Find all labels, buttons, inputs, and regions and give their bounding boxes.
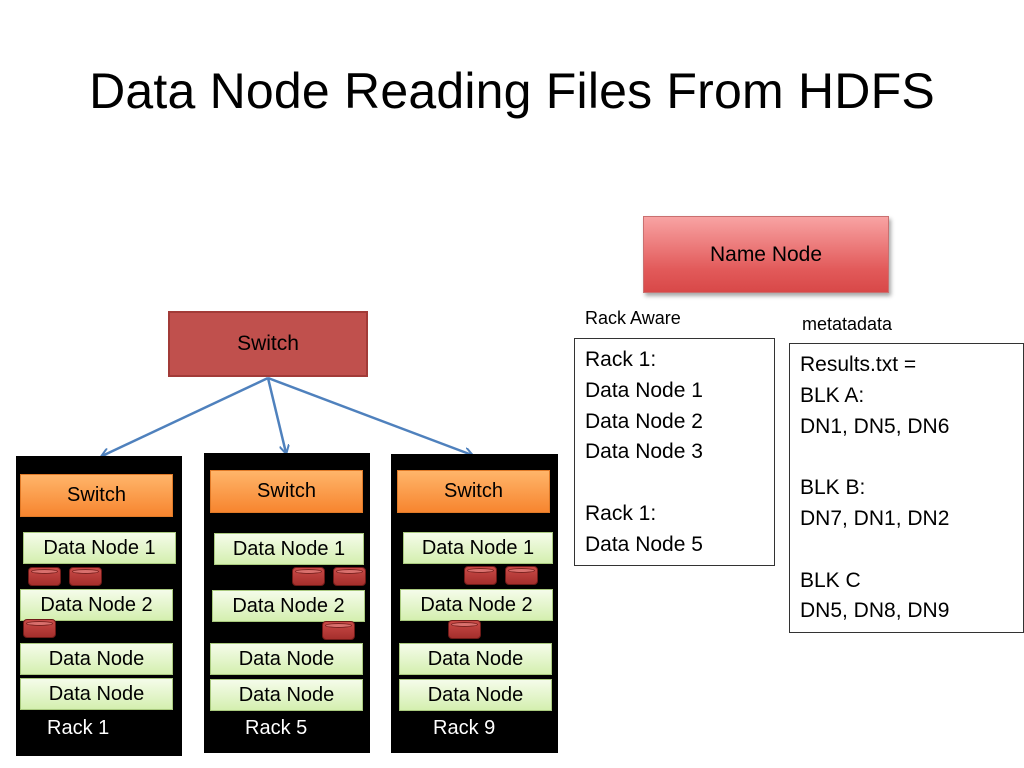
metadata-line: Results.txt = [800, 353, 917, 376]
main-switch-label: Switch [237, 332, 299, 355]
metadata-line: DN1, DN5, DN6 [800, 414, 950, 438]
rack-switch: Switch [397, 470, 550, 513]
metadata-box: Results.txt = BLK A: DN1, DN5, DN6 BLK B… [789, 343, 1024, 633]
data-node: Data Node [399, 643, 552, 675]
name-node-label: Name Node [709, 242, 823, 266]
rack-label: Rack 9 [433, 717, 496, 739]
page-title: Data Node Reading Files From HDFS [89, 63, 935, 119]
block-cylinder [464, 566, 497, 585]
arrow-to-rack-5 [266, 377, 286, 453]
rack-aware-line: Rack 1: [585, 348, 657, 371]
rack-switch: Switch [20, 474, 173, 517]
rack-aware-line: Rack 1: [585, 501, 657, 525]
block-cylinder [292, 567, 325, 586]
metadata-line [800, 535, 1013, 566]
rack-1: Switch Data Node 1 Data Node 2 Data Node… [16, 456, 182, 756]
rack-5: Switch Data Node 1 Data Node 2 Data Node… [204, 453, 370, 753]
rack-aware-caption: Rack Aware [585, 308, 681, 328]
data-node: Data Node 1 [23, 532, 176, 564]
data-node: Data Node 2 [400, 589, 553, 621]
metadata-line [800, 442, 1013, 473]
rack-label: Rack 1 [47, 717, 110, 739]
rack-9: Switch Data Node 1 Data Node 2 Data Node… [391, 454, 558, 753]
block-cylinder [448, 620, 481, 639]
metadata-line: DN5, DN8, DN9 [800, 599, 950, 623]
rack-aware-line [585, 468, 764, 499]
data-node: Data Node 1 [403, 532, 553, 564]
block-cylinder [69, 567, 102, 586]
data-node: Data Node [210, 679, 363, 711]
block-cylinder [28, 567, 61, 586]
data-node: Data Node [210, 643, 363, 675]
data-node: Data Node [20, 643, 173, 675]
arrow-to-rack-1 [102, 376, 269, 456]
block-cylinder [23, 619, 56, 638]
rack-aware-line: Data Node 3 [585, 440, 703, 464]
rack-aware-box: Rack 1: Data Node 1 Data Node 2 Data Nod… [574, 338, 775, 566]
main-switch-box: Switch [168, 311, 368, 377]
metadata-line: BLK A: [800, 383, 865, 407]
metadata-line: BLK B: [800, 476, 866, 500]
arrow-to-rack-9 [267, 376, 472, 455]
data-node: Data Node 2 [212, 590, 365, 622]
data-node: Data Node [20, 678, 173, 710]
metadata-line: BLK C [800, 568, 861, 592]
data-node: Data Node 2 [20, 589, 173, 621]
rack-aware-line: Data Node 5 [585, 532, 703, 556]
data-node: Data Node [399, 679, 552, 711]
metadata-line: DN7, DN1, DN2 [800, 506, 950, 530]
name-node-box: Name Node [643, 216, 889, 293]
data-node: Data Node 1 [214, 533, 364, 565]
block-cylinder [322, 621, 355, 640]
rack-label: Rack 5 [245, 717, 308, 739]
block-cylinder [333, 567, 366, 586]
rack-aware-line: Data Node 2 [585, 409, 703, 433]
metadata-caption: metatadata [802, 314, 893, 334]
block-cylinder [505, 566, 538, 585]
rack-switch: Switch [210, 470, 363, 513]
rack-aware-line: Data Node 1 [585, 378, 703, 402]
